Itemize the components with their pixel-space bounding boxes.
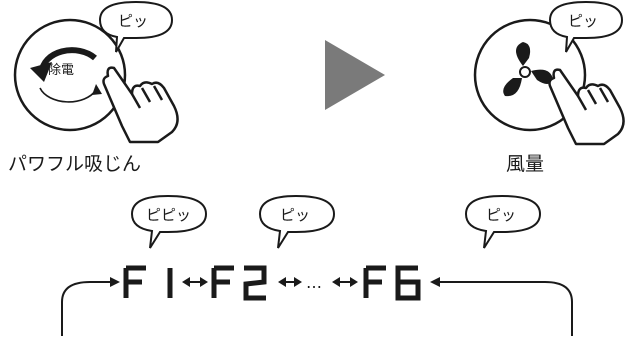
seq-bubble-1: ピピッ bbox=[130, 194, 208, 249]
left-button-text: 除電 bbox=[48, 63, 74, 78]
left-bubble-text: ピッ bbox=[118, 12, 148, 30]
double-arrow-3 bbox=[332, 277, 358, 287]
code-f2: F2 bbox=[211, 265, 267, 301]
left-bubble: ピッ bbox=[98, 0, 174, 53]
code-f1: F 1 bbox=[123, 265, 173, 298]
loop-arrowhead-left bbox=[430, 277, 440, 287]
loop-line-left bbox=[61, 281, 110, 330]
right-bubble-text: ピッ bbox=[568, 12, 598, 30]
code-f6: F6 bbox=[363, 265, 421, 301]
pointing-hand-icon bbox=[548, 68, 625, 146]
double-arrow-1 bbox=[182, 277, 208, 287]
seq-bubble-3: ピッ bbox=[464, 194, 542, 249]
left-caption: パワフル吸じん bbox=[8, 153, 141, 175]
rotate-arrow-icon bbox=[30, 47, 102, 103]
fan-icon bbox=[503, 42, 553, 97]
seq-bubble-text-2: ピッ bbox=[280, 206, 310, 224]
seq-bubble-text-1: ピピッ bbox=[146, 206, 191, 224]
left-round-button bbox=[13, 18, 127, 132]
loop-line-bottom-stub bbox=[61, 330, 573, 336]
seq-bubble-2: ピッ bbox=[258, 194, 336, 249]
right-caption: 風量 bbox=[506, 153, 544, 175]
right-bubble: ピッ bbox=[548, 0, 624, 53]
loop-line-right bbox=[440, 281, 573, 330]
pointing-hand-icon bbox=[102, 66, 179, 144]
seq-bubble-text-3: ピッ bbox=[486, 206, 516, 224]
ellipsis: … bbox=[306, 273, 322, 292]
right-button-group: ピッ 風量 bbox=[473, 0, 625, 175]
double-arrow-2 bbox=[278, 277, 302, 287]
loop-arrowhead-right bbox=[110, 277, 120, 287]
left-button-group: 除電 ピッ パワフル吸じん bbox=[8, 0, 179, 175]
next-step-arrow bbox=[325, 40, 385, 110]
